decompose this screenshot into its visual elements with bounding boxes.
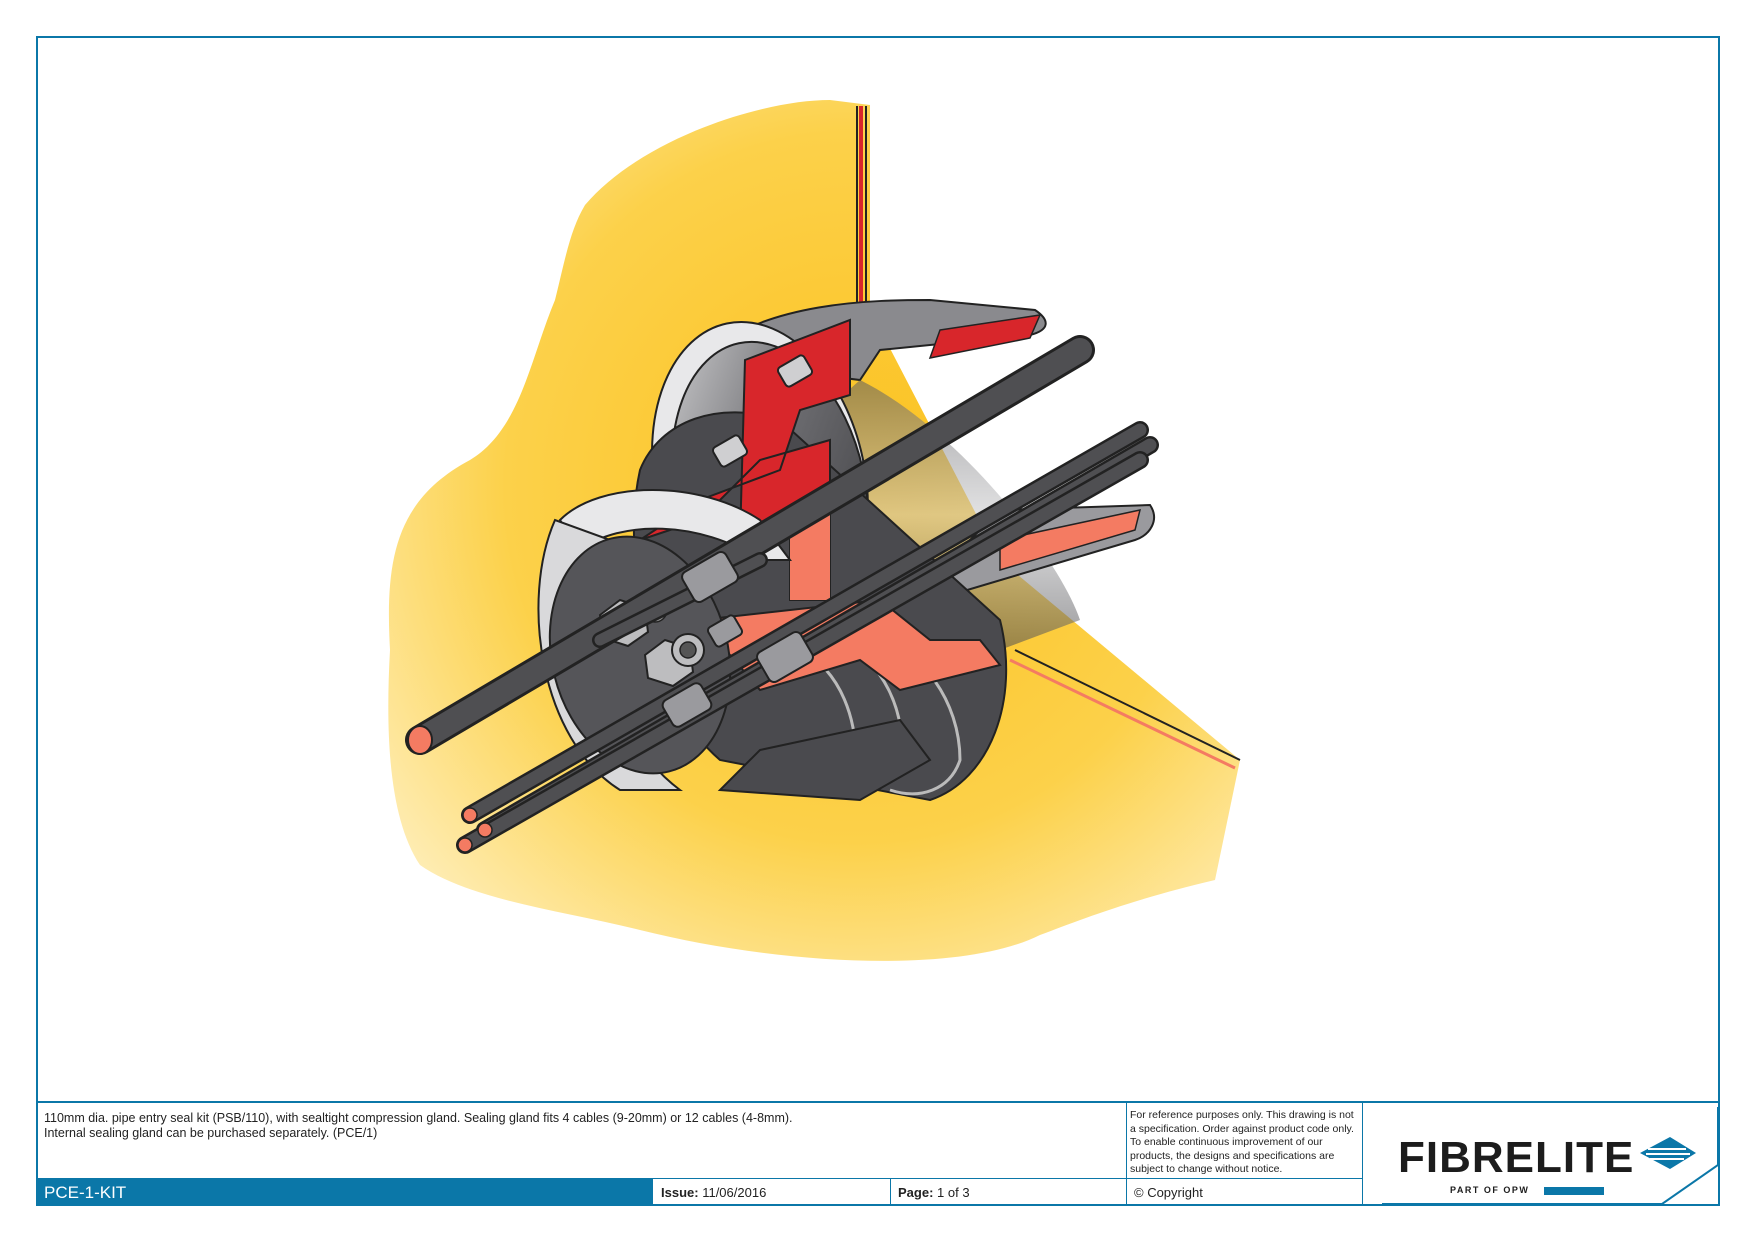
logo-corner-border bbox=[1382, 1107, 1719, 1205]
drawing-code: PCE-1-KIT bbox=[36, 1179, 653, 1206]
divider bbox=[1362, 1103, 1363, 1206]
hose-clamp bbox=[711, 354, 814, 468]
issue-date: 11/06/2016 bbox=[702, 1185, 767, 1200]
page-label: Page: bbox=[898, 1185, 934, 1200]
compression-gland bbox=[661, 550, 814, 728]
issue-cell: Issue: 11/06/2016 bbox=[653, 1179, 890, 1206]
divider bbox=[36, 1178, 1362, 1179]
description-line-1: 110mm dia. pipe entry seal kit (PSB/110)… bbox=[44, 1111, 793, 1125]
divider bbox=[890, 1179, 891, 1206]
issue-label: Issue: bbox=[661, 1185, 699, 1200]
copyright: © Copyright bbox=[1134, 1185, 1203, 1200]
title-block: 110mm dia. pipe entry seal kit (PSB/110)… bbox=[36, 1101, 1720, 1206]
brand-name: FIBRELITE bbox=[1398, 1133, 1635, 1182]
brand-tagline: PART OF OPW bbox=[1450, 1185, 1530, 1195]
dover-logo-icon bbox=[1544, 1187, 1604, 1195]
page-cell: Page: 1 of 3 bbox=[890, 1179, 1126, 1206]
drawing-description: 110mm dia. pipe entry seal kit (PSB/110)… bbox=[44, 1111, 1124, 1141]
disclaimer-text: For reference purposes only. This drawin… bbox=[1130, 1109, 1354, 1175]
title-block-border bbox=[36, 1101, 1720, 1103]
fibrelite-logo: FIBRELITE PART OF OPW bbox=[1382, 1107, 1720, 1206]
drawing-frame bbox=[36, 36, 1720, 1206]
page-number: 1 of 3 bbox=[937, 1185, 970, 1200]
wall-panel bbox=[856, 106, 1241, 770]
description-line-2: Internal sealing gland can be purchased … bbox=[44, 1126, 378, 1140]
divider bbox=[1126, 1103, 1127, 1206]
arrow-diamond-icon bbox=[1640, 1137, 1696, 1169]
